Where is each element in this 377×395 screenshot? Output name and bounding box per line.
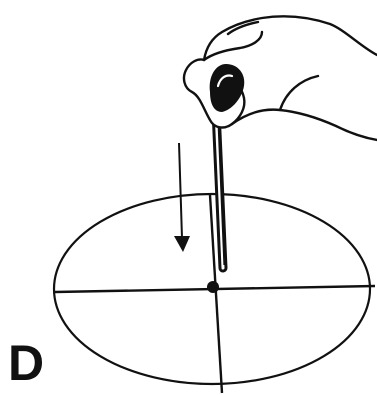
panel-label: D bbox=[8, 338, 44, 388]
center-point bbox=[207, 281, 219, 293]
stylus-rod bbox=[216, 110, 224, 268]
